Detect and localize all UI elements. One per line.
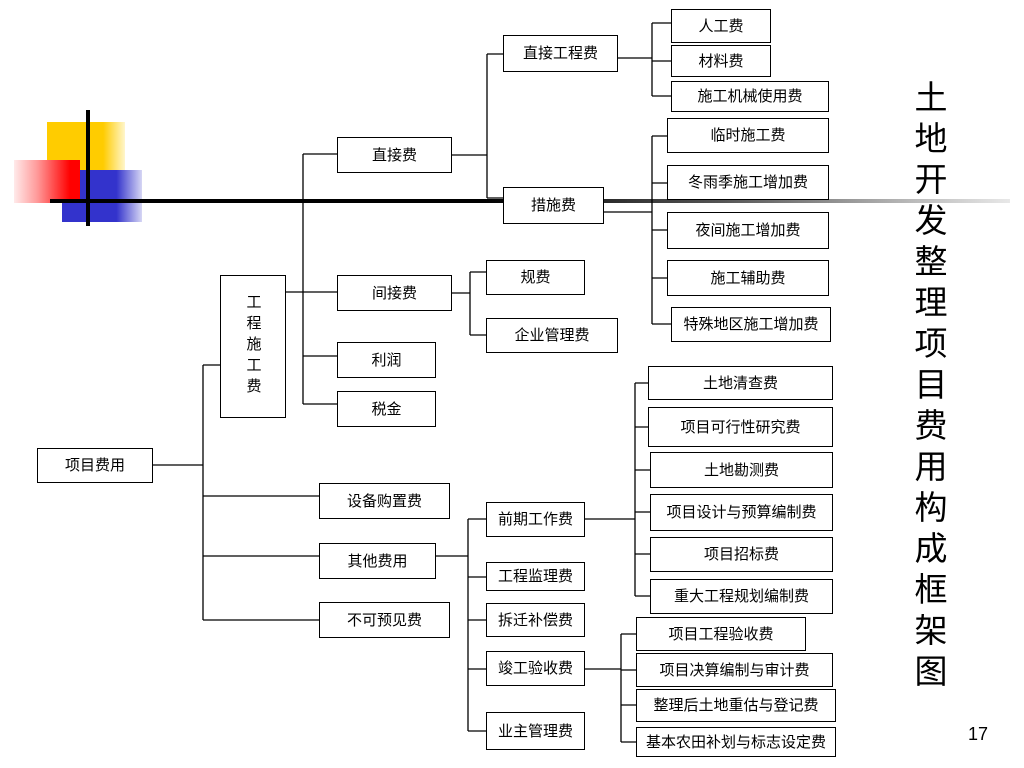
node-material-cost: 材料费 xyxy=(671,45,771,77)
node-equipment-purchase-cost: 设备购置费 xyxy=(319,483,450,519)
node-enterprise-management-cost: 企业管理费 xyxy=(486,318,618,353)
node-other-costs: 其他费用 xyxy=(319,543,436,579)
node-indirect-cost: 间接费 xyxy=(337,275,452,311)
node-owner-management-cost: 业主管理费 xyxy=(486,712,585,750)
node-major-project-planning-cost: 重大工程规划编制费 xyxy=(650,579,833,614)
node-direct-cost: 直接费 xyxy=(337,137,452,173)
slide-title: 土地开发整理项目费用构成框架图 xyxy=(909,80,948,695)
node-profit: 利润 xyxy=(337,342,436,378)
node-night-construction-cost: 夜间施工增加费 xyxy=(667,212,829,249)
node-completion-acceptance-cost: 竣工验收费 xyxy=(486,651,585,686)
decor-vertical-line xyxy=(86,110,90,226)
node-preliminary-work-cost: 前期工作费 xyxy=(486,502,585,537)
connector-other-costs xyxy=(436,518,486,732)
node-design-budget-cost: 项目设计与预算编制费 xyxy=(650,494,833,531)
node-special-area-cost: 特殊地区施工增加费 xyxy=(671,307,831,342)
connector-preliminary-work-cost xyxy=(585,382,650,597)
node-farmland-supplement-marking-cost: 基本农田补划与标志设定费 xyxy=(636,727,836,757)
node-tax: 税金 xyxy=(337,391,436,427)
node-measures-cost: 措施费 xyxy=(503,187,604,224)
connector-project-cost xyxy=(153,364,319,621)
node-supervision-cost: 工程监理费 xyxy=(486,562,585,591)
node-construction-cost: 工程施工费 xyxy=(220,275,286,418)
node-feasibility-study-cost: 项目可行性研究费 xyxy=(648,407,833,447)
node-regulatory-fees: 规费 xyxy=(486,260,585,295)
node-final-accounts-audit-cost: 项目决算编制与审计费 xyxy=(636,653,833,687)
node-winter-rainy-season-cost: 冬雨季施工增加费 xyxy=(667,165,829,200)
node-temporary-construction-cost: 临时施工费 xyxy=(667,118,829,153)
node-construction-cost-label: 工程施工费 xyxy=(244,294,263,399)
decor-red-bar xyxy=(14,160,80,203)
connector-completion-acceptance-cost xyxy=(585,633,636,743)
node-project-acceptance-cost: 项目工程验收费 xyxy=(636,617,806,651)
connector-measures-cost xyxy=(604,135,671,325)
node-contingency-cost: 不可预见费 xyxy=(319,602,450,638)
connector-indirect-cost xyxy=(452,271,486,336)
node-construction-auxiliary-cost: 施工辅助费 xyxy=(667,260,829,296)
node-project-cost: 项目费用 xyxy=(37,448,153,483)
node-land-revaluation-registration-cost: 整理后土地重估与登记费 xyxy=(636,689,836,722)
page-number: 17 xyxy=(968,724,989,744)
connector-direct-cost xyxy=(452,53,503,199)
node-machinery-cost: 施工机械使用费 xyxy=(671,81,829,112)
node-demolition-compensation-cost: 拆迁补偿费 xyxy=(486,603,585,637)
node-bidding-cost: 项目招标费 xyxy=(650,537,833,572)
node-direct-engineering-cost: 直接工程费 xyxy=(503,35,618,72)
connector-construction-cost xyxy=(285,153,337,405)
node-land-survey-cost: 土地勘测费 xyxy=(650,452,833,488)
connector-direct-engineering-cost xyxy=(618,22,671,97)
node-labor-cost: 人工费 xyxy=(671,9,771,43)
node-land-inventory-cost: 土地清查费 xyxy=(648,366,833,400)
